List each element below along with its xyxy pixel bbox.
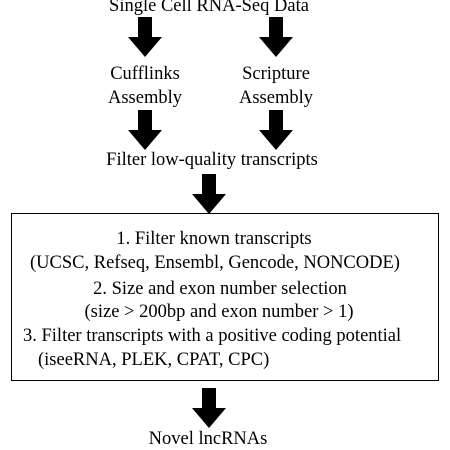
arrow-down-icon: [192, 174, 226, 214]
arrow-down-icon: [259, 17, 293, 57]
filter-step2-detail: (size > 200bp and exon number > 1): [84, 302, 354, 322]
cufflinks-assembly-line1: Cufflinks: [110, 64, 180, 84]
arrow-down-icon: [128, 17, 162, 57]
scripture-assembly-line2: Assembly: [239, 88, 313, 108]
arrow-down-icon: [128, 110, 162, 150]
quality-filter-label: Filter low-quality transcripts: [106, 150, 318, 170]
cufflinks-assembly-line2: Assembly: [108, 88, 182, 108]
filter-step3-title: 3. Filter transcripts with a positive co…: [23, 326, 402, 346]
input-data-label: Single Cell RNA-Seq Data: [109, 0, 309, 16]
filter-step1-title: 1. Filter known transcripts: [116, 229, 312, 249]
filter-step1-detail: (UCSC, Refseq, Ensembl, Gencode, NONCODE…: [30, 253, 400, 273]
arrow-down-icon: [259, 110, 293, 150]
scripture-assembly-line1: Scripture: [242, 64, 310, 84]
filter-step3-detail: (iseeRNA, PLEK, CPAT, CPC): [38, 350, 270, 370]
arrow-down-icon: [192, 388, 226, 428]
filter-steps-box: [11, 213, 439, 381]
output-label: Novel lncRNAs: [148, 429, 268, 449]
filter-step2-title: 2. Size and exon number selection: [93, 279, 347, 299]
